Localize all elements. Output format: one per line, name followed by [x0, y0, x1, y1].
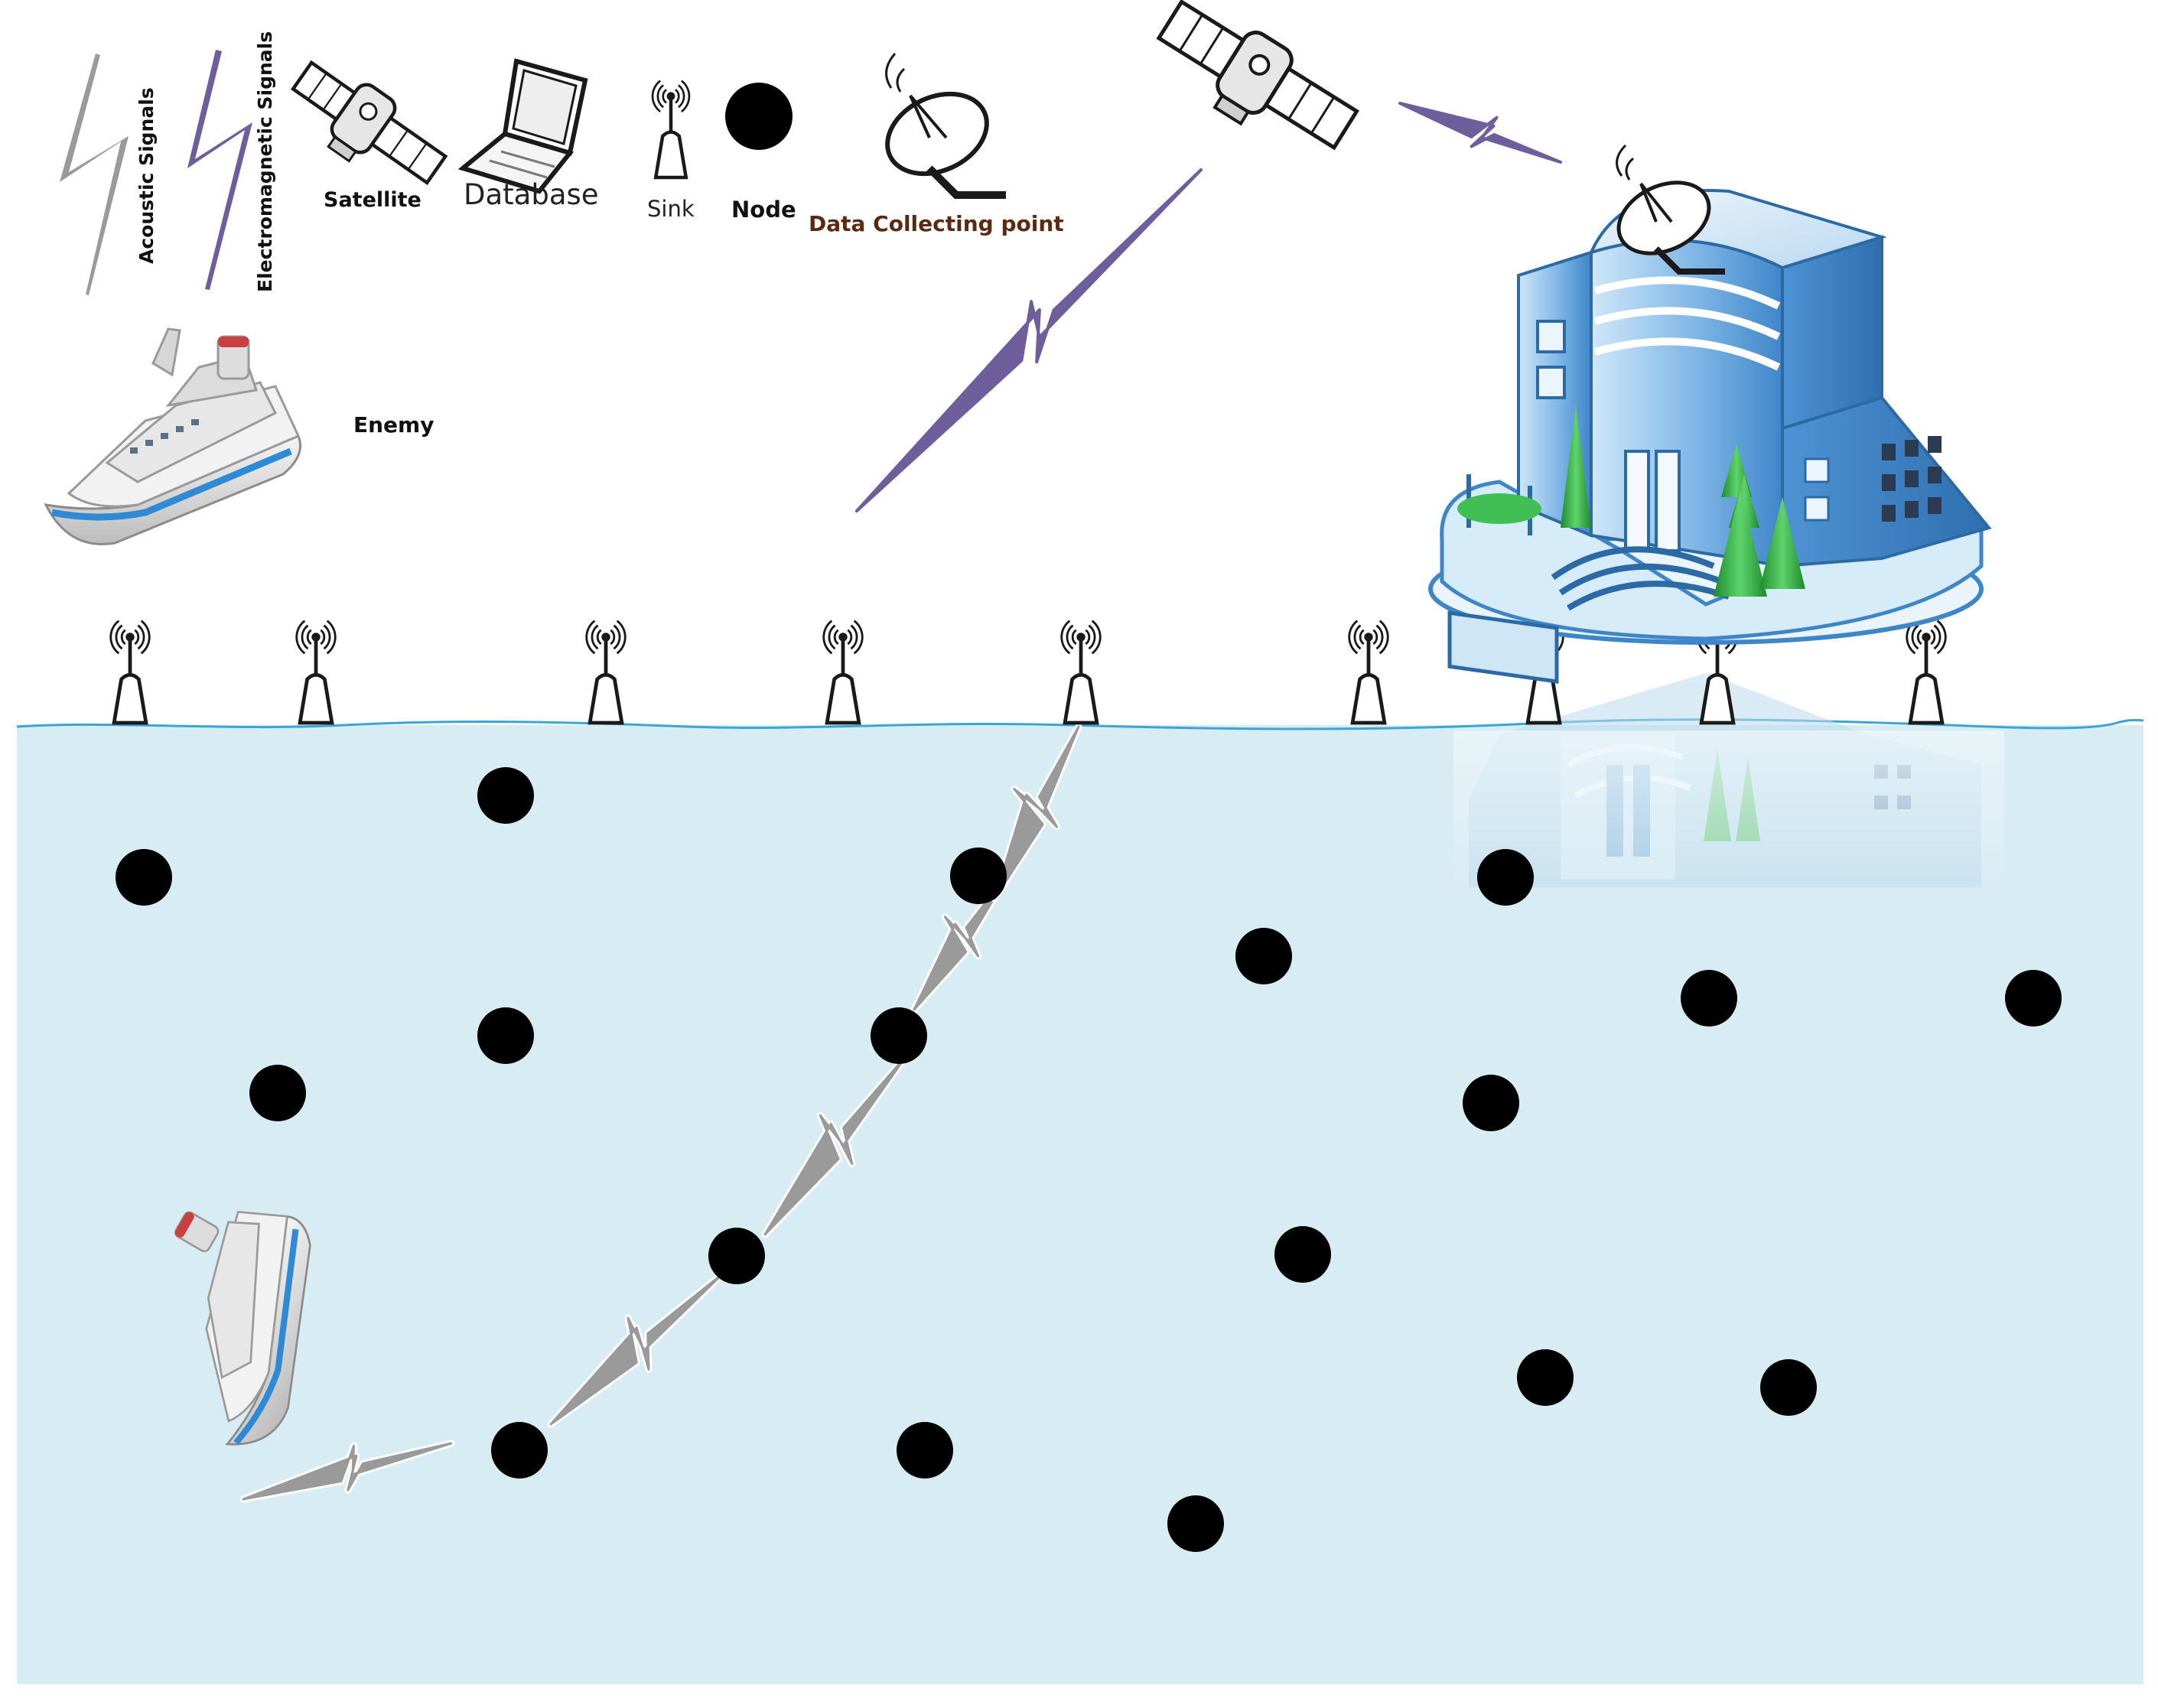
- sensor-node: [2005, 970, 2062, 1026]
- sink-buoy: [109, 620, 151, 725]
- sensor-node: [1760, 1359, 1817, 1416]
- legend-dcp-label: Data Collecting point: [809, 211, 1064, 236]
- sensor-node: [477, 1007, 534, 1064]
- legend-node-label: Node: [731, 197, 796, 223]
- legend-database-laptop-icon: [457, 58, 588, 194]
- sink-buoy: [585, 620, 627, 725]
- sensor-node: [249, 1065, 306, 1121]
- legend-dish-antenna-icon: [885, 53, 1006, 199]
- acoustic-link-ship-to-node: [239, 1440, 455, 1503]
- legend-acoustic-bolt-icon: [60, 54, 129, 295]
- enemy-ship-in-water-icon: [174, 1210, 311, 1446]
- sensor-node: [1477, 849, 1534, 906]
- sink-buoy: [1906, 620, 1947, 725]
- building-reflection: [1453, 673, 2004, 899]
- underwater-nodes: [116, 767, 2062, 1552]
- em-link-satellite-to-station: [1398, 102, 1562, 164]
- legend-electromagnetic-bolt-icon: [187, 50, 252, 290]
- sensor-node: [1463, 1075, 1519, 1131]
- sensor-node: [1681, 970, 1737, 1026]
- sink-buoy: [1348, 620, 1389, 725]
- legend-sink-icon: [651, 80, 691, 180]
- em-link-sink-to-satellite: [855, 168, 1203, 512]
- sink-buoy: [822, 620, 864, 725]
- legend-electromagnetic-label: Electromagnetic Signals: [254, 31, 276, 292]
- sensor-node: [491, 1422, 548, 1479]
- legend-sink-buoy: [651, 80, 691, 180]
- sensor-node: [708, 1228, 765, 1284]
- legend-enemy-label: Enemy: [353, 412, 434, 438]
- sensor-node: [477, 767, 534, 824]
- legend-acoustic-label: Acoustic Signals: [135, 87, 158, 264]
- relay-satellite-icon: [1156, 0, 1360, 151]
- sensor-node: [871, 1007, 927, 1064]
- sensor-node: [897, 1422, 953, 1479]
- sink-buoy: [295, 620, 337, 725]
- sensor-node: [1274, 1226, 1331, 1283]
- legend-satellite-label: Satellite: [324, 188, 422, 212]
- enemy-ship-icon: [44, 327, 301, 545]
- acoustic-link-node-to-sink: [991, 723, 1082, 903]
- legend-node-icon: [725, 83, 793, 150]
- sensor-node: [116, 849, 172, 906]
- data-collecting-station-building: [1428, 144, 1992, 684]
- sensor-node: [1235, 928, 1292, 984]
- legend-satellite-icon: [290, 60, 448, 186]
- signal-links: [239, 102, 1562, 1503]
- legend-sink-label: Sink: [647, 196, 695, 222]
- sensor-node: [950, 847, 1007, 904]
- legend-database-label: Database: [464, 178, 599, 211]
- sensor-node: [1167, 1495, 1224, 1552]
- sink-buoy: [1060, 620, 1102, 725]
- sensor-node: [1517, 1349, 1574, 1406]
